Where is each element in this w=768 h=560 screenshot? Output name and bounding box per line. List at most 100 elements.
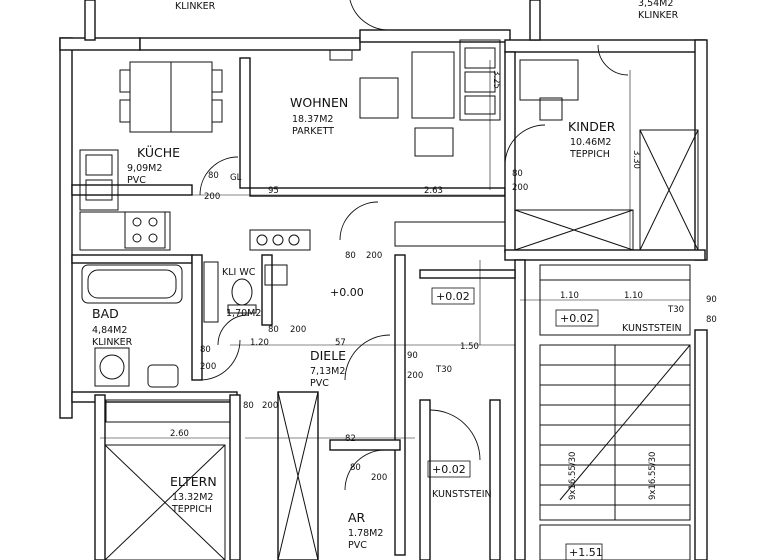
kinder-bed — [639, 129, 699, 251]
outer-wall-top-left — [59, 37, 141, 51]
room-bad-name: BAD — [92, 306, 119, 321]
level-marker-c: +0.02 — [432, 463, 466, 476]
level-marker-b: +0.02 — [560, 312, 594, 325]
kinder-chair — [539, 97, 563, 121]
wall-stair-left — [514, 259, 526, 560]
door-top-right — [597, 44, 629, 76]
dimension-lines — [100, 60, 690, 439]
eltern-wardrobe — [105, 399, 231, 423]
wall-kinder-bottom — [504, 249, 706, 261]
living-radiator — [249, 229, 311, 251]
washing-machine — [94, 347, 130, 387]
living-sideboard — [394, 221, 506, 247]
dim-200-a: 200 — [204, 192, 220, 202]
kunststein-lower: KUNSTSTEIN — [432, 489, 492, 500]
labels: KLINKER 3,54M2 KLINKER WOHNEN 18.37M2 PA… — [92, 0, 717, 560]
room-wohnen-material: PARKETT — [292, 126, 334, 137]
bath-basin — [147, 364, 179, 388]
wall-corridor-top — [419, 269, 516, 279]
dim-90: 90 — [407, 351, 418, 361]
dim-200-c: 200 — [366, 251, 382, 261]
room-ar-material: PVC — [348, 540, 367, 551]
dim-80-a: 80 — [208, 171, 219, 181]
kitchen-sink — [79, 149, 119, 211]
wall-kitchen-living — [239, 57, 251, 189]
coffee-table — [411, 51, 455, 119]
wall-corridor-left — [419, 399, 431, 560]
armchair-bottom — [414, 127, 454, 157]
room-eltern-area: 13.32M2 — [172, 492, 213, 503]
outer-wall-top-mid — [139, 37, 361, 51]
toilet — [231, 278, 253, 306]
room-kueche-material: PVC — [127, 175, 146, 186]
top-left-material: KLINKER — [175, 1, 216, 12]
dim-200-g: 200 — [262, 401, 278, 411]
dim-95: 95 — [268, 186, 279, 196]
door-wc — [217, 314, 249, 346]
level-marker-d: +1.51 — [569, 546, 603, 559]
door-hall — [344, 334, 391, 381]
stove — [124, 211, 166, 249]
dim-80-c: 80 — [345, 251, 356, 261]
wall-stair-right — [694, 329, 708, 560]
door-label-t30-a: T30 — [667, 305, 684, 315]
room-diele-material: PVC — [310, 378, 329, 389]
dim-200-d: 200 — [200, 362, 216, 372]
dim-80-g: 80 — [243, 401, 254, 411]
stair-label-a: 9x16.55/30 — [568, 452, 578, 500]
door-top — [349, 0, 391, 31]
room-wc-name: KLI WC — [222, 267, 256, 278]
wall-hall-right — [394, 254, 406, 556]
stair-label-b: 9x16.55/30 — [648, 452, 658, 500]
dim-80-h: 80 — [350, 463, 361, 473]
dim-260: 2.60 — [170, 429, 189, 439]
bathtub — [81, 264, 183, 304]
room-kueche-name: KÜCHE — [137, 144, 180, 160]
dim-90-b: 90 — [706, 295, 717, 305]
outer-wall-top-far-right — [504, 39, 706, 53]
kitchen-counter — [79, 211, 171, 251]
wall-eltern-right — [229, 394, 241, 560]
wall-corridor-right — [489, 399, 501, 560]
room-kinder-name: KINDER — [568, 119, 616, 134]
door-kitchen — [199, 156, 239, 196]
wall-eltern-left — [94, 394, 106, 560]
kinder-desk — [519, 59, 579, 101]
door-living — [339, 201, 379, 241]
door-ar — [344, 449, 386, 491]
room-kinder-area: 10.46M2 — [570, 137, 611, 148]
room-ar-area: 1.78M2 — [348, 528, 383, 539]
room-bad-material: KLINKER — [92, 337, 133, 348]
room-wc-area: 1,70M2 — [226, 308, 261, 319]
wall-top-rooms-right — [529, 0, 541, 41]
door-label-gl: GL — [230, 173, 242, 183]
room-wohnen-name: WOHNEN — [290, 95, 348, 110]
room-kinder-material: TEPPICH — [569, 149, 610, 160]
level-diele: +0.00 — [330, 286, 364, 299]
door-label-t30-b: T30 — [435, 365, 452, 375]
dim-200-h: 200 — [371, 473, 387, 483]
dim-80-i: 80 — [706, 315, 717, 325]
level-marker-a: +0.02 — [436, 290, 470, 303]
dim-200-e: 200 — [290, 325, 306, 335]
door-kinder — [504, 124, 546, 166]
wc-basin — [264, 264, 288, 286]
dim-330: 3.30 — [631, 150, 641, 169]
outer-wall-right — [694, 39, 708, 261]
dim-200-b: 200 — [512, 183, 528, 193]
shaft-outline — [277, 391, 319, 560]
door-entry — [429, 409, 481, 461]
room-wohnen-area: 18.37M2 — [292, 114, 333, 125]
wall-wc-right — [261, 254, 273, 326]
wall-ar-top — [329, 439, 401, 451]
room-ar-name: AR — [348, 510, 366, 525]
room-diele-area: 7,13M2 — [310, 366, 345, 377]
wall-kinder-left — [504, 51, 516, 253]
dim-325: 3.25 — [491, 70, 501, 89]
wall-bath-wc — [191, 254, 203, 381]
dim-150: 1.50 — [460, 342, 479, 352]
dim-110-a: 1.10 — [560, 291, 579, 301]
dim-82: 82 — [345, 434, 356, 444]
